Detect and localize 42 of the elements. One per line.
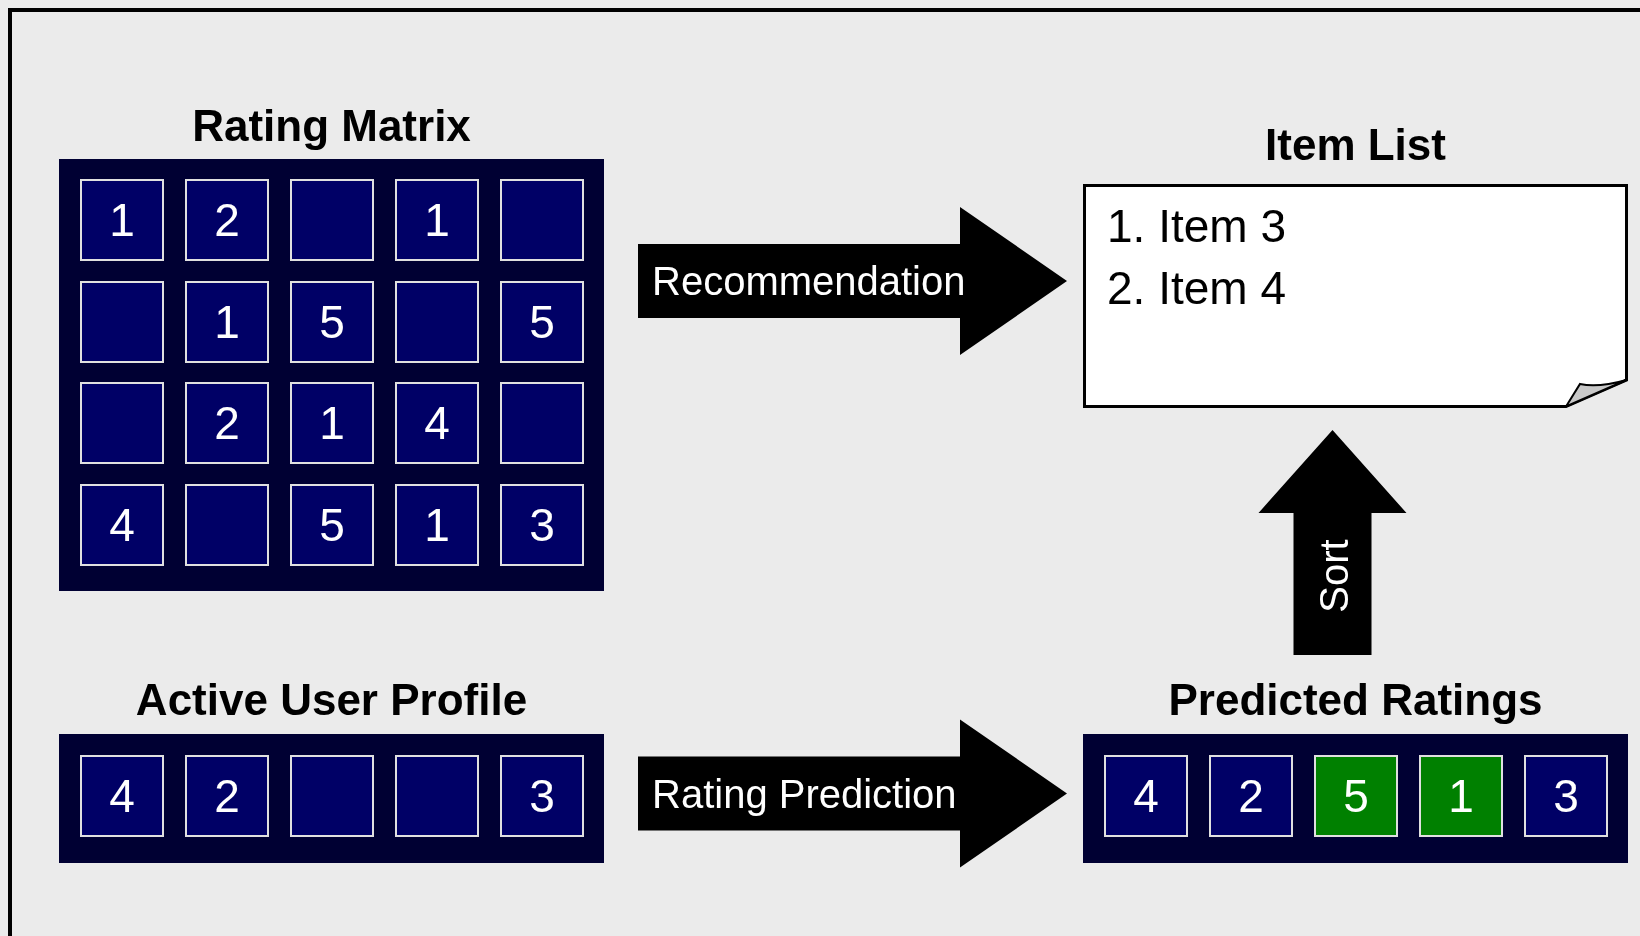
empty-cell bbox=[500, 382, 584, 464]
rating-cell: 4 bbox=[80, 483, 164, 566]
empty-cell bbox=[185, 483, 269, 566]
empty-cell bbox=[500, 179, 584, 261]
heading: Active User Profile bbox=[135, 677, 528, 722]
list-item: 1. Item 3 bbox=[1107, 199, 1286, 254]
rating-cell: 2 bbox=[1209, 755, 1293, 837]
empty-cell bbox=[80, 382, 164, 464]
empty-cell bbox=[80, 280, 164, 363]
rating-cell: 2 bbox=[185, 179, 269, 261]
rating-cell: 3 bbox=[500, 755, 584, 837]
rating-cell: 4 bbox=[80, 755, 164, 837]
heading: Rating Matrix bbox=[192, 103, 471, 148]
list-item: 2. Item 4 bbox=[1107, 261, 1286, 316]
rating-cell: 3 bbox=[1524, 755, 1608, 837]
block-arrow bbox=[638, 207, 1067, 355]
block-arrow bbox=[1258, 430, 1407, 655]
heading: Predicted Ratings bbox=[1168, 677, 1543, 722]
rating-cell: 2 bbox=[185, 382, 269, 464]
edge-label: Sort bbox=[1313, 539, 1354, 613]
rating-cell: 5 bbox=[290, 483, 374, 566]
rating-cell: 1 bbox=[185, 280, 269, 363]
rating-cell: 1 bbox=[290, 382, 374, 464]
rating-cell: 1 bbox=[395, 179, 479, 261]
empty-cell bbox=[395, 755, 479, 837]
block-arrow bbox=[638, 719, 1067, 868]
rating-cell: 1 bbox=[395, 483, 479, 566]
empty-cell bbox=[290, 755, 374, 837]
rating-cell: 3 bbox=[500, 483, 584, 566]
rating-cell: 1 bbox=[1419, 755, 1503, 837]
rating-cell: 4 bbox=[1104, 755, 1188, 837]
edge-label: Rating Prediction bbox=[652, 773, 957, 814]
rating-cell: 5 bbox=[1314, 755, 1398, 837]
empty-cell bbox=[395, 280, 479, 363]
edge-label: Recommendation bbox=[652, 261, 966, 301]
heading: Item List bbox=[1265, 122, 1446, 167]
rating-cell: 5 bbox=[500, 280, 584, 363]
rating-cell: 2 bbox=[185, 755, 269, 837]
empty-cell bbox=[290, 179, 374, 261]
rating-cell: 1 bbox=[80, 179, 164, 261]
rating-cell: 4 bbox=[395, 382, 479, 464]
rating-cell: 5 bbox=[290, 280, 374, 363]
